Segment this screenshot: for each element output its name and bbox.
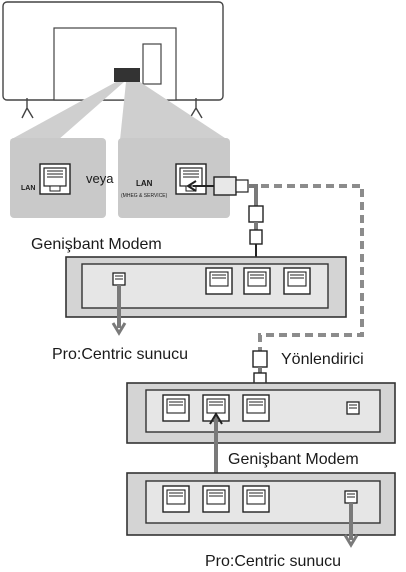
modem-bottom-small-port [344, 490, 358, 504]
router-port-1 [162, 394, 190, 422]
router-small-port [346, 401, 360, 415]
router-label: Yönlendirici [281, 351, 364, 368]
broadband-modem-top [65, 256, 347, 318]
lan-port-icon [39, 163, 71, 195]
tv-port-area [114, 68, 140, 82]
router-port-3 [242, 394, 270, 422]
dashed-cable-route [248, 184, 364, 352]
lan-mheg-label: LAN [136, 179, 153, 188]
modem-bottom-port-3 [242, 485, 270, 513]
lan-label: LAN [21, 185, 35, 192]
modem-bottom-port-1 [162, 485, 190, 513]
or-label: veya [86, 171, 114, 186]
broadband-modem-label-top: Genişbant Modem [31, 236, 162, 253]
modem-bottom-port-2 [202, 485, 230, 513]
router-device [126, 382, 396, 444]
broadband-modem-bottom [126, 472, 396, 536]
procentric-server-label-left: Pro:Centric sunucu [52, 346, 188, 363]
lan-mheg-port-icon [175, 163, 207, 195]
modem-to-procentric-cable-left [111, 285, 127, 336]
zoom-callout-left [10, 82, 124, 140]
modem-top-port-2 [243, 267, 271, 295]
procentric-server-label-bottom: Pro:Centric sunucu [205, 553, 341, 570]
broadband-modem-label-bottom: Genişbant Modem [228, 451, 359, 468]
mheg-service-label: (MHEG & SERVICE) [121, 193, 168, 199]
tv-lan-plug [186, 176, 249, 196]
modem-top-small-port [112, 272, 126, 286]
lan-port-panel: LAN [10, 138, 106, 218]
tv-to-modem-cable [248, 184, 264, 268]
lan-mheg-port-panel: LAN (MHEG & SERVICE) [118, 138, 230, 218]
modem-to-procentric-cable-bottom [343, 503, 359, 548]
tv-back-illustration [2, 1, 224, 119]
modem-top-port-1 [205, 267, 233, 295]
modem-top-port-3 [283, 267, 311, 295]
zoom-callout-right [120, 82, 228, 140]
